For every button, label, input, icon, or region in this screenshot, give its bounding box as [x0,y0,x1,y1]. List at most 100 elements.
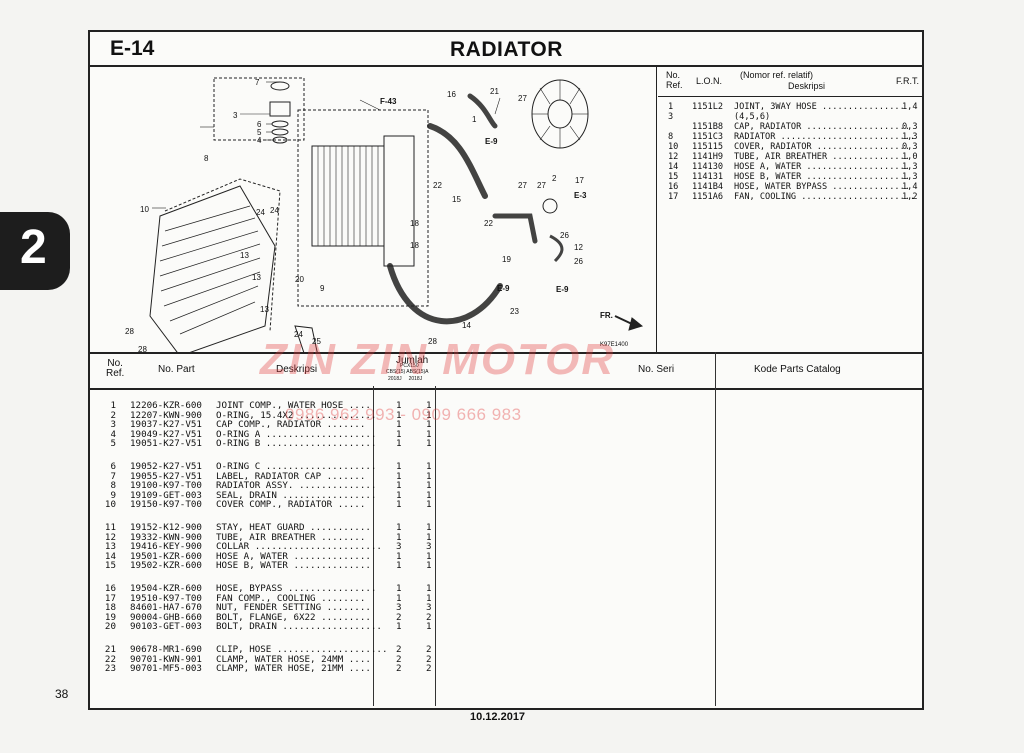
callout-28b: 28 [138,345,147,352]
part-part: 19332-KWN-900 [130,531,202,543]
section-tab-number: 2 [20,221,47,274]
part-part: 90701-KWN-901 [130,653,202,665]
frt-frt: 1,3 [902,162,918,172]
part-part: 19502-KZR-600 [130,560,202,572]
col-divider-3 [715,352,716,706]
frt-ref: 14 [668,162,679,172]
part-q2: 2 [426,663,432,675]
part-q1: 1 [396,409,402,421]
callout-16: 16 [447,90,456,99]
part-desc: NUT, FENDER SETTING ........ [216,602,371,614]
part-q1: 1 [396,583,402,594]
part-desc: COVER COMP., RADIATOR ..... [216,499,366,511]
part-q2: 1 [426,522,432,533]
frt-header-ref: No. Ref. [666,70,683,90]
ref-f43: F-43 [380,97,397,106]
callout-25: 25 [312,337,321,346]
parts-table-header: No. Ref. No. Part Deskripsi Jumlah PCX15… [90,352,922,390]
frt-desc: RADIATOR .......................... [734,132,916,142]
part-part: 90701-MF5-003 [130,663,202,675]
callout-1: 1 [472,115,477,124]
frt-header-frt: F.R.T. [896,76,920,86]
frt-frt: 1,4 [902,182,918,192]
frt-ref: 16 [668,182,679,192]
parts-header-jumlah-sub: PCX150 [400,363,419,369]
part-ref: 14 [104,550,116,562]
part-q2: 1 [426,480,432,492]
part-part: 19504-KZR-600 [130,583,202,594]
part-part: 19416-KEY-900 [130,541,202,553]
frt-header-lon: L.O.N. [696,76,723,86]
part-q1: 1 [396,461,402,472]
parts-header-jumlah: Jumlah [396,355,429,366]
callout-2: 2 [552,174,557,183]
part-desc: TUBE, AIR BREATHER ........ [216,531,366,543]
radiator-group-box [297,109,429,307]
callout-3: 3 [233,111,238,120]
part-q2: 1 [426,621,432,633]
part-q2: 1 [426,419,432,431]
part-desc: LABEL, RADIATOR CAP ....... [216,470,366,482]
frt-ref: 8 [668,132,674,142]
part-desc: BOLT, FLANGE, 6X22 ......... [216,611,371,623]
callout-28a: 28 [125,327,134,336]
part-part: 19055-K27-V51 [130,470,202,482]
part-q2: 1 [426,560,432,572]
part-desc: BOLT, DRAIN .................. [216,621,382,633]
parts-header-seri: No. Seri [638,364,675,375]
part-part: 90004-GHB-660 [130,611,202,623]
part-desc: O-RING, 15.4X2 .............. [216,409,377,421]
part-q1: 1 [396,438,402,450]
part-q2: 1 [426,438,432,450]
part-part: 19109-GET-003 [130,489,202,501]
callout-18b: 18 [410,241,419,250]
part-desc: HOSE A, WATER .............. [216,550,371,562]
frt-ref: 17 [668,192,679,202]
page-title: RADIATOR [450,38,563,61]
part-part: 19150-K97-T00 [130,499,202,511]
frt-header-desc-top: (Nomor ref. relatif) [740,70,814,80]
frt-ref: 12 [668,152,679,162]
part-desc: COLLAR ....................... [216,541,382,553]
part-desc: O-RING B .................... [216,438,377,450]
table-row: 7 19055-K27-V51 LABEL, RADIATOR CAP ......… [90,470,922,482]
part-ref: 4 [110,428,116,440]
watermark-phone: 0986 962 993 - 0909 666 983 [285,405,522,424]
col-divider-1 [373,386,374,706]
part-desc: CLIP, HOSE .................... [216,644,388,655]
part-ref: 23 [104,663,116,675]
part-q1: 2 [396,653,402,665]
frt-desc: CAP, RADIATOR .................... [734,122,910,132]
frt-frt: 0,3 [902,142,918,152]
part-part: 19049-K27-V51 [130,428,202,440]
parts-header-ref: No. Ref. [106,358,125,379]
part-desc: CLAMP, WATER HOSE, 21MM .... [216,663,371,675]
frt-ref: 1 [668,102,674,112]
frt-frt: 1,3 [902,172,918,182]
section-code: E-14 [110,37,155,60]
part-ref: 11 [104,522,116,533]
callout-9: 9 [320,284,325,293]
part-desc: JOINT COMP., WATER HOSE .... [216,400,371,411]
radiator-cover-shape [149,185,276,357]
callout-26b: 26 [574,257,583,266]
cap-group-box [213,77,305,141]
part-q1: 1 [396,592,402,604]
callout-27a: 27 [518,94,527,103]
part-ref: 21 [104,644,116,655]
part-part: 12207-KWN-900 [130,409,202,421]
part-ref: 7 [110,470,116,482]
callout-7: 7 [255,78,260,87]
callout-13c: 13 [260,305,269,314]
part-desc: RADIATOR ASSY. .............. [216,480,377,492]
part-q2: 1 [426,428,432,440]
part-ref: 6 [110,461,116,472]
